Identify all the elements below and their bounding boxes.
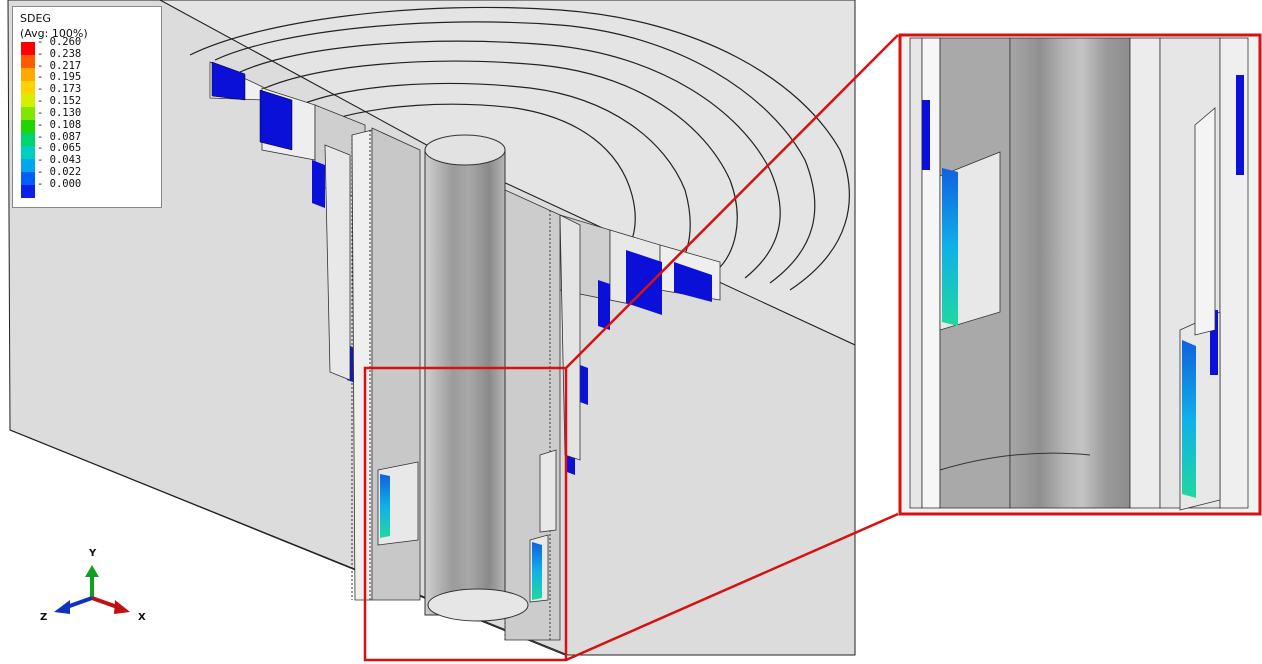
zoom-connector-top — [565, 34, 899, 369]
legend-value: - 0.000 — [37, 177, 82, 190]
axis-label-z: Z — [40, 612, 48, 623]
legend-value: - 0.065 — [37, 142, 82, 155]
legend-value: - 0.217 — [37, 59, 82, 72]
legend-value: - 0.152 — [37, 95, 82, 108]
legend-value: - 0.238 — [37, 47, 82, 60]
legend-swatch — [21, 185, 35, 198]
zoom-connector-bottom — [565, 512, 899, 662]
axis-label-y: Y — [89, 548, 97, 559]
legend-swatch — [21, 107, 35, 120]
legend-swatch — [21, 120, 35, 133]
zoom-source-box — [363, 366, 568, 662]
legend-swatch — [21, 146, 35, 159]
axis-label-x: X — [138, 612, 146, 623]
legend-value: - 0.087 — [37, 130, 82, 143]
legend-title: SDEG — [20, 12, 51, 25]
legend-subtitle: (Avg: 100%) — [20, 27, 88, 40]
damage-gradient-patches — [377, 449, 557, 603]
legend-value: - 0.130 — [37, 106, 82, 119]
legend-swatch — [21, 68, 35, 81]
legend-swatch — [21, 55, 35, 68]
legend-swatch — [21, 172, 35, 185]
legend-value: - 0.022 — [37, 165, 82, 178]
color-scale-icon — [21, 42, 35, 198]
legend-value: - 0.195 — [37, 71, 82, 84]
legend-swatch — [21, 94, 35, 107]
legend-values: - 0.260- 0.238- 0.217- 0.195- 0.173- 0.1… — [37, 36, 81, 190]
zoom-inset — [898, 33, 1262, 516]
legend-value: - 0.043 — [37, 154, 82, 167]
zoom-indicator — [363, 34, 899, 662]
coordinate-triad-icon — [54, 565, 130, 614]
legend-panel: SDEG (Avg: 100%) - 0.260- 0.238- 0.217- … — [12, 6, 162, 208]
legend-swatch — [21, 159, 35, 172]
legend-value: - 0.173 — [37, 83, 82, 96]
soil-layer-rings — [189, 6, 850, 291]
legend-swatch — [21, 42, 35, 55]
legend-value: - 0.108 — [37, 118, 82, 131]
central-pile — [424, 134, 529, 622]
legend-value: - 0.260 — [37, 36, 82, 48]
zoom-inset-frame — [898, 33, 1262, 516]
legend-swatch — [21, 133, 35, 146]
legend-swatch — [21, 81, 35, 94]
